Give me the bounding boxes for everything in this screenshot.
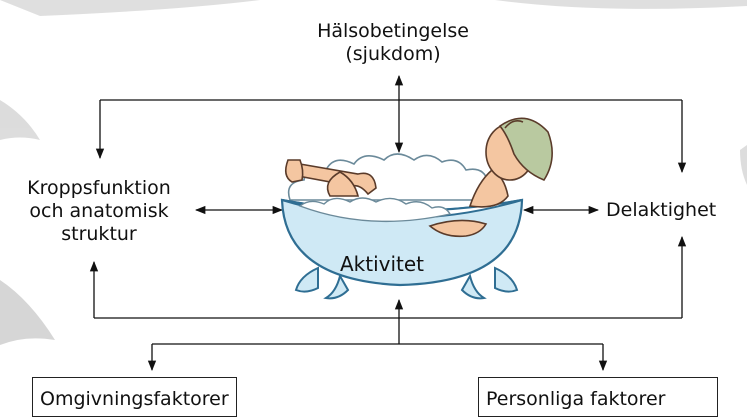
health-condition-line1: Hälsobetingelse — [293, 20, 493, 43]
body-function-label: Kroppsfunktion och anatomisk struktur — [4, 177, 194, 246]
health-condition-label: Hälsobetingelse (sjukdom) — [293, 20, 493, 66]
personal-factors-box: Personliga faktorer — [478, 377, 718, 417]
body-function-line2: och anatomisk — [4, 200, 194, 223]
health-condition-line2: (sjukdom) — [293, 43, 493, 66]
activity-label: Aktivitet — [322, 253, 442, 276]
body-function-line1: Kroppsfunktion — [4, 177, 194, 200]
body-function-line3: struktur — [4, 223, 194, 246]
environmental-factors-box: Omgivningsfaktorer — [32, 377, 237, 417]
participation-label: Delaktighet — [606, 199, 746, 222]
